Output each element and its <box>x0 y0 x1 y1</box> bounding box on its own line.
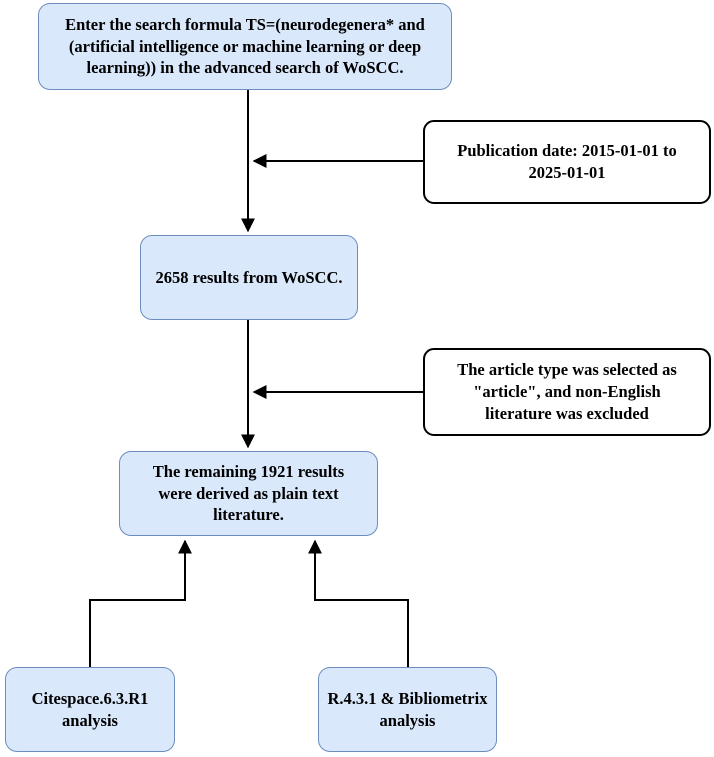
flow-node-publication-date-filter: Publication date: 2015-01-01 to 2025-01-… <box>423 120 711 204</box>
flow-node-search-formula-label: Enter the search formula TS=(neurodegene… <box>65 14 425 78</box>
flow-node-wos-results-label: 2658 results from WoSCC. <box>155 267 343 287</box>
flow-node-citespace-analysis-label: Citespace.6.3.R1 analysis <box>31 688 149 730</box>
flow-node-citespace-analysis: Citespace.6.3.R1 analysis <box>5 667 175 752</box>
flow-node-article-type-label: The article type was selected as "articl… <box>457 360 677 423</box>
flow-node-bibliometrix-analysis-label: R.4.3.1 & Bibliometrix analysis <box>327 688 488 730</box>
flow-node-article-type-filter: The article type was selected as "articl… <box>423 348 711 436</box>
flow-node-search-formula: Enter the search formula TS=(neurodegene… <box>38 3 452 90</box>
flow-node-remaining-results: The remaining 1921 results were derived … <box>119 451 378 536</box>
flow-node-publication-date-label: Publication date: 2015-01-01 to 2025-01-… <box>457 141 677 182</box>
flow-node-remaining-results-label: The remaining 1921 results were derived … <box>152 461 345 525</box>
flow-node-wos-results: 2658 results from WoSCC. <box>140 235 358 320</box>
flow-node-bibliometrix-analysis: R.4.3.1 & Bibliometrix analysis <box>318 667 497 752</box>
